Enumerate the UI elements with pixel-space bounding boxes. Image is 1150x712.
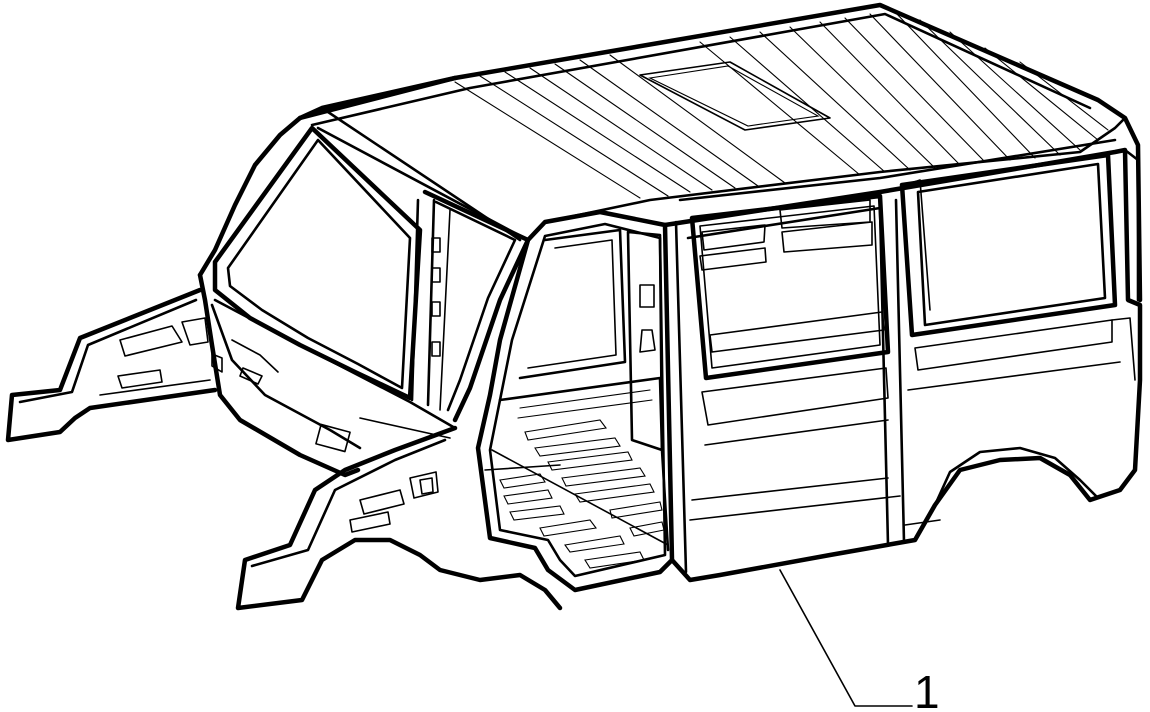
callout-label: 1 (914, 666, 940, 712)
callout-1: 1 (779, 569, 940, 712)
left-fender-bracket (5, 287, 218, 443)
leader-line (779, 569, 913, 707)
sunroof-outline (639, 61, 831, 131)
a-pillar (410, 198, 451, 411)
floor-ribs (499, 389, 665, 569)
front-door-opening (475, 209, 675, 593)
right-fender-bracket (235, 425, 563, 611)
roof-ribs (454, 11, 1109, 199)
side-panel (662, 138, 1143, 583)
